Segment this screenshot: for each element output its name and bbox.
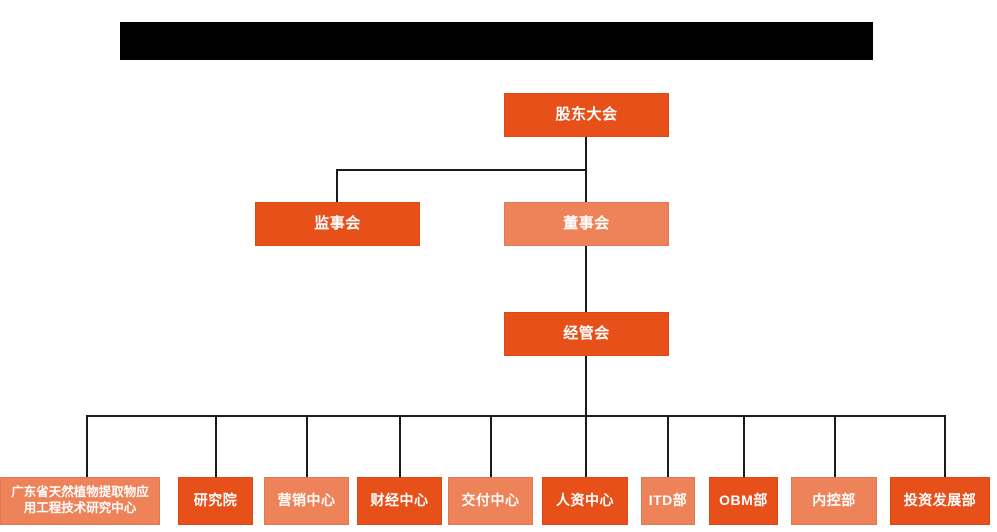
node-obm-dept[interactable]: OBM部	[709, 477, 778, 525]
node-shareholders[interactable]: 股东大会	[504, 93, 669, 137]
node-finance-center[interactable]: 财经中心	[357, 477, 442, 525]
node-hr-center[interactable]: 人资中心	[542, 477, 628, 525]
node-engineering-center[interactable]: 广东省天然植物提取物应 用工程技术研究中心	[0, 477, 160, 525]
connector-to-supervisors	[336, 169, 338, 202]
connector-to-hr-center	[585, 415, 587, 477]
connector-to-research-institute	[215, 415, 217, 477]
connector-to-engineering-center	[86, 415, 88, 477]
connector-directors-to-management	[585, 246, 587, 312]
node-delivery-center[interactable]: 交付中心	[448, 477, 533, 525]
connector-management-down	[585, 356, 587, 416]
node-investment-development-dept[interactable]: 投资发展部	[890, 477, 990, 525]
node-internal-control-dept[interactable]: 内控部	[791, 477, 877, 525]
connector-departments-bus	[86, 415, 945, 417]
engineering-center-line2: 用工程技术研究中心	[23, 501, 137, 515]
node-research-institute[interactable]: 研究院	[178, 477, 253, 525]
connector-shareholders-down	[585, 137, 587, 170]
node-itd-dept[interactable]: ITD部	[641, 477, 695, 525]
connector-to-marketing-center	[306, 415, 308, 477]
connector-to-finance-center	[399, 415, 401, 477]
connector-to-internal-control-dept	[834, 415, 836, 477]
engineering-center-line1: 广东省天然植物提取物应	[11, 485, 149, 500]
node-supervisors[interactable]: 监事会	[255, 202, 420, 246]
connector-to-directors	[585, 169, 587, 202]
connector-to-obm-dept	[743, 415, 745, 477]
node-management[interactable]: 经管会	[504, 312, 669, 356]
redacted-title-bar	[120, 22, 873, 60]
node-directors[interactable]: 董事会	[504, 202, 669, 246]
connector-level2-bus	[336, 169, 587, 171]
connector-to-investment-development-dept	[944, 415, 946, 477]
connector-to-delivery-center	[490, 415, 492, 477]
node-marketing-center[interactable]: 营销中心	[264, 477, 349, 525]
connector-to-itd-dept	[667, 415, 669, 477]
